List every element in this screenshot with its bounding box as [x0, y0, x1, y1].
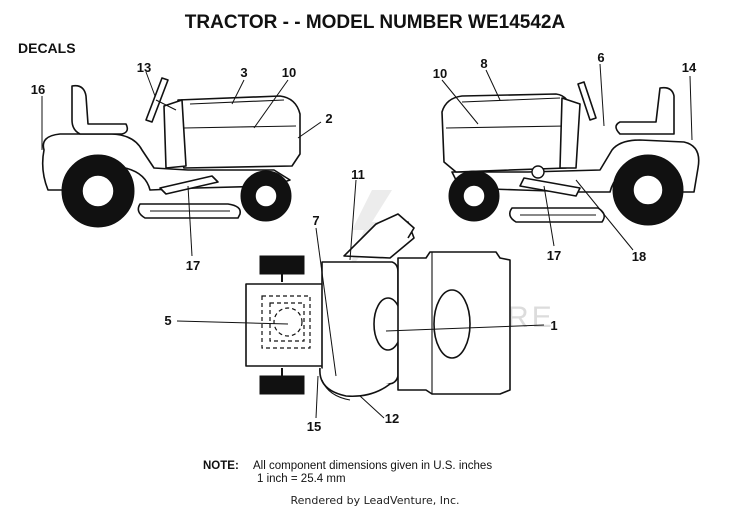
note-line-2: 1 inch = 25.4 mm — [257, 473, 346, 485]
callout-15: 15 — [307, 419, 321, 434]
tractor-left-side-view — [41, 77, 301, 228]
callout-5: 5 — [164, 313, 171, 328]
callout-13: 13 — [137, 60, 151, 75]
tractor-right-side-view — [441, 81, 700, 226]
callout-17-left: 17 — [186, 258, 200, 273]
callout-8: 8 — [480, 56, 487, 71]
diagram-title: TRACTOR - - MODEL NUMBER WE14542A — [184, 12, 566, 33]
callout-2: 2 — [325, 111, 332, 126]
note-line-1: All component dimensions given in U.S. i… — [253, 460, 493, 472]
callout-16: 16 — [31, 82, 45, 97]
callout-6: 6 — [597, 50, 604, 65]
section-label: DECALS — [18, 40, 76, 56]
callout-18: 18 — [632, 249, 646, 264]
callout-14: 14 — [682, 60, 697, 75]
credit-line: Rendered by LeadVenture, Inc. — [290, 494, 460, 507]
callout-1: 1 — [550, 318, 557, 333]
callout-17-right: 17 — [547, 248, 561, 263]
callout-7: 7 — [312, 213, 319, 228]
callout-12: 12 — [385, 411, 399, 426]
tractor-top-view — [245, 213, 511, 401]
callout-3: 3 — [240, 65, 247, 80]
callout-10-right: 10 — [433, 66, 447, 81]
callout-numbers: 13 3 10 16 2 17 10 8 6 14 17 18 11 7 5 1… — [31, 50, 697, 434]
dimension-note: NOTE: All component dimensions given in U… — [203, 460, 583, 486]
callout-10-left: 10 — [282, 65, 296, 80]
leader-lines — [41, 63, 693, 419]
callout-11: 11 — [351, 167, 365, 182]
note-label: NOTE: — [203, 460, 239, 472]
